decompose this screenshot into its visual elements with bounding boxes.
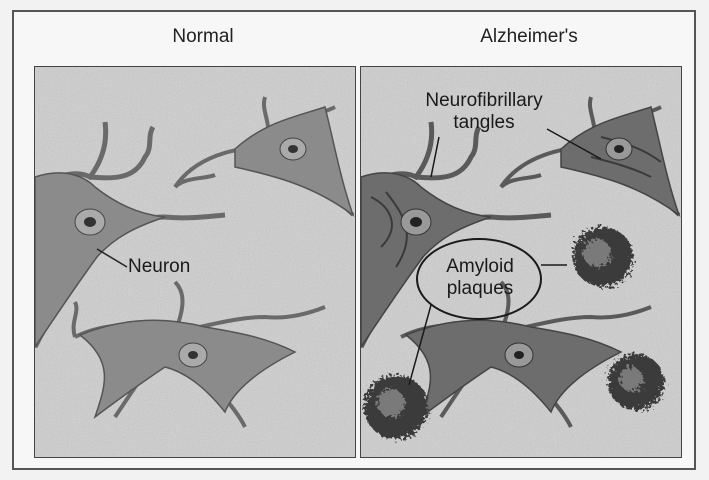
tangles-label-line1: Neurofibrillary (404, 90, 564, 112)
plaques-label-line1: Amyloid (430, 256, 530, 278)
plaques-label-line2: plaques (430, 278, 530, 300)
neuron-label: Neuron (128, 256, 190, 278)
alzheimers-panel-title: Alzheimer's (368, 26, 690, 48)
tangles-label: Neurofibrillary tangles (404, 90, 564, 134)
tangles-label-line2: tangles (404, 112, 564, 134)
normal-panel-title: Normal (42, 26, 364, 48)
amyloid-plaque-bottom-right (608, 354, 664, 410)
amyloid-plaque-top (573, 227, 633, 287)
amyloid-plaque-bottom-left (364, 375, 428, 439)
normal-panel (34, 66, 356, 458)
plaques-label: Amyloid plaques (430, 256, 530, 300)
